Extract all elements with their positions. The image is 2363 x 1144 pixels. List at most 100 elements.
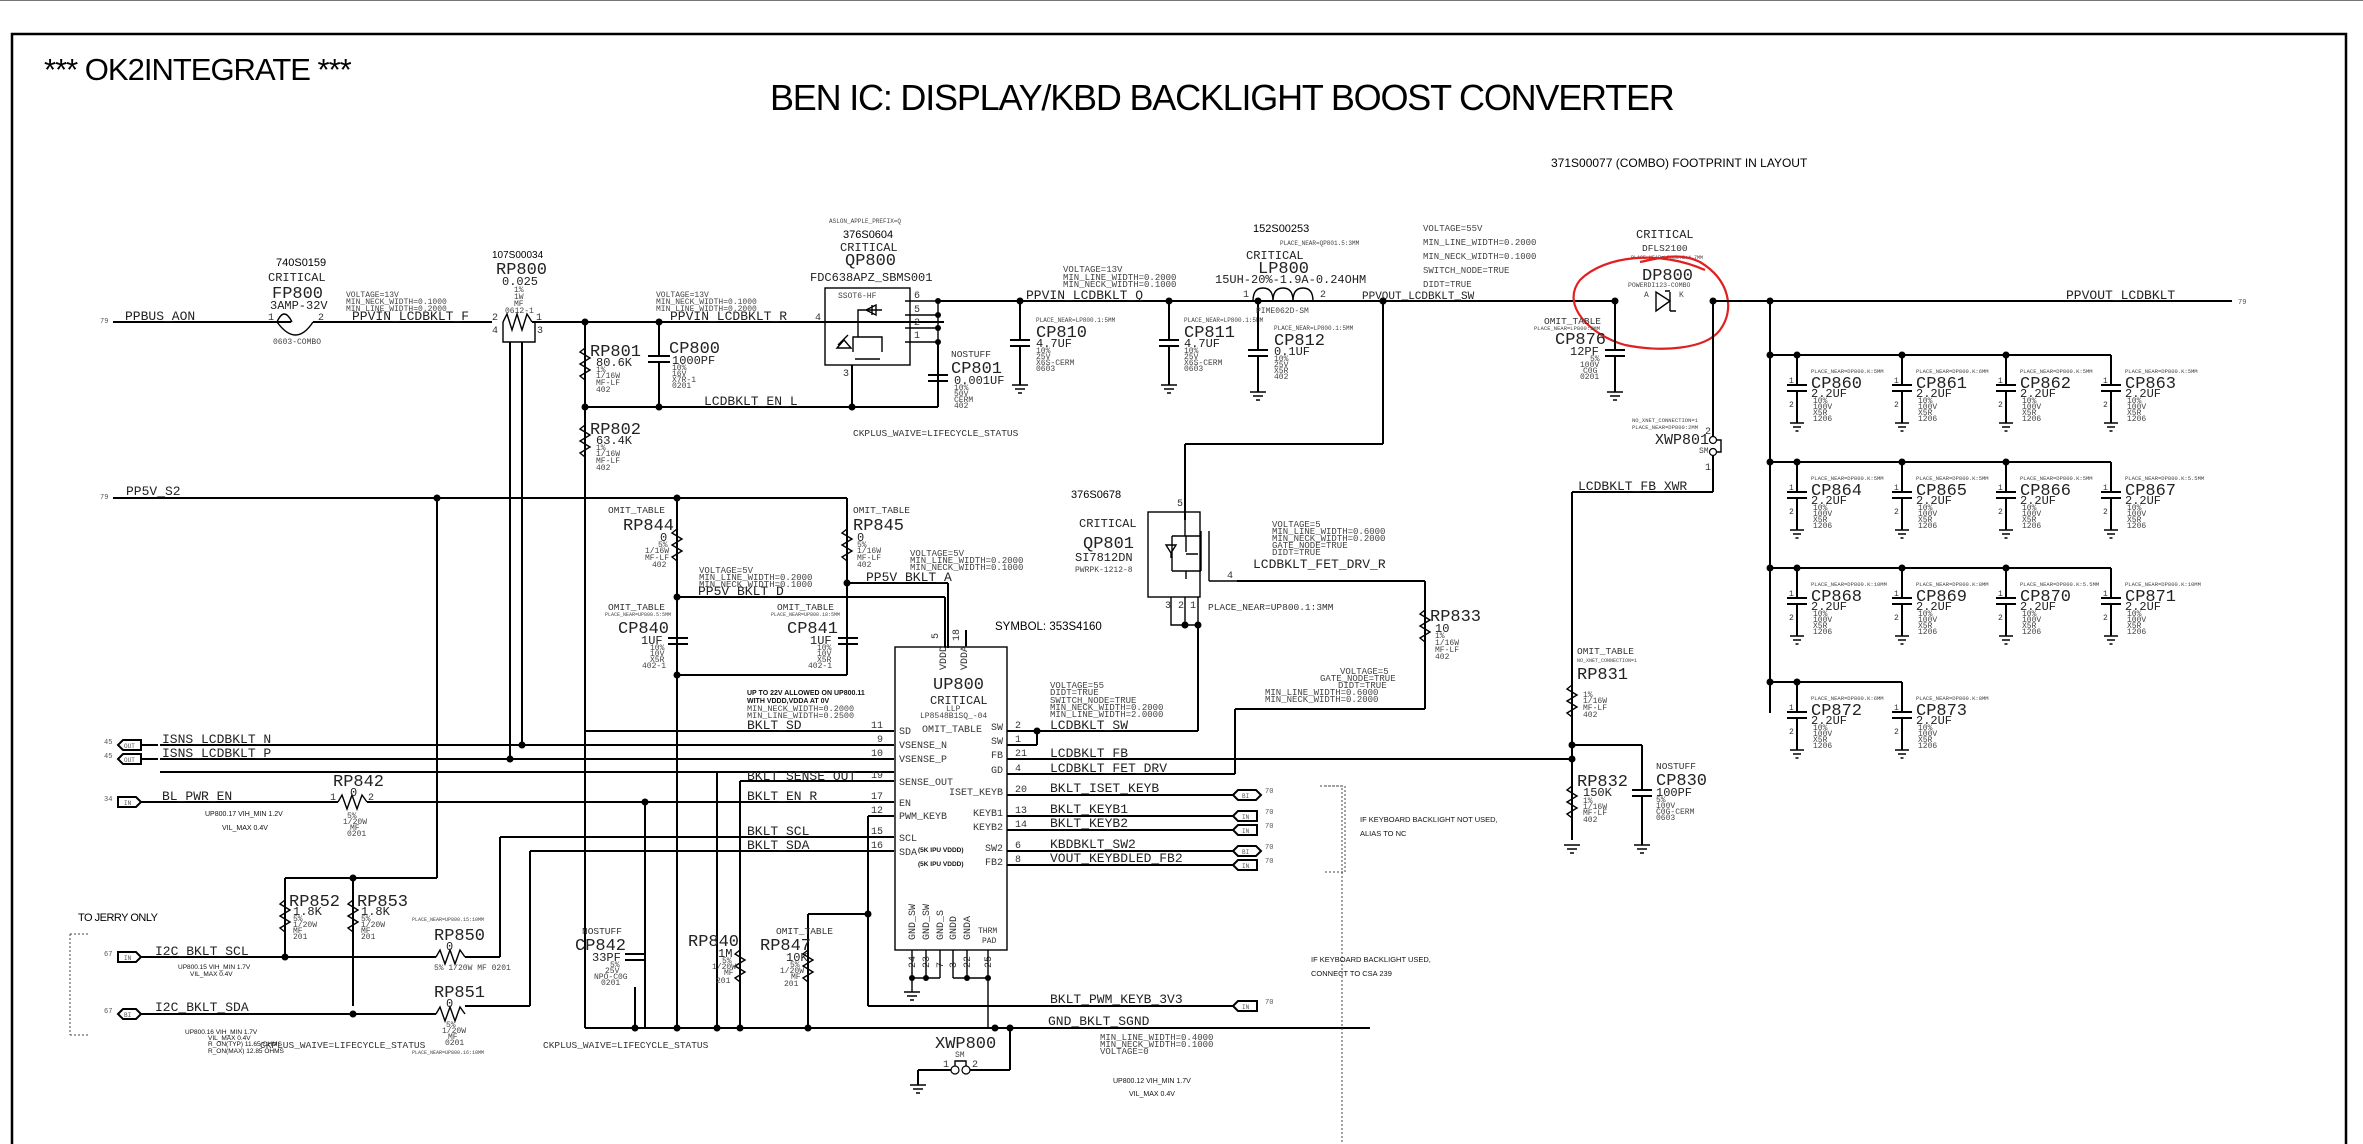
svg-text:PLACE_NEAR=LP800.1:5MM: PLACE_NEAR=LP800.1:5MM [1036,317,1116,324]
capacitor-cp868: PLACE_NEAR=DP800.K:10MMCP8682.2UF10%100V… [1787,564,1887,645]
svg-text:1: 1 [1705,463,1711,474]
svg-text:10%: 10% [1918,724,1933,733]
resistor-icon [1418,609,1432,643]
svg-text:2: 2 [1178,601,1184,612]
rp842-ref: RP842 [333,773,384,792]
pin-label: GND_SW [922,904,933,940]
svg-text:8: 8 [1015,855,1021,866]
svg-text:5%: 5% [790,961,800,970]
fet-drv-r-props: VOLTAGE=5 MIN_LINE_WIDTH=0.6000 MIN_NECK… [1272,520,1385,558]
svg-text:1/16W: 1/16W [857,547,881,556]
svg-text:1UF: 1UF [810,634,832,648]
svg-text:1206: 1206 [1918,628,1937,637]
svg-text:VOLTAGE=5V: VOLTAGE=5V [910,549,965,559]
svg-text:150K: 150K [1583,786,1613,800]
svg-text:MIN_LINE_WIDTH=0.2000: MIN_LINE_WIDTH=0.2000 [910,556,1023,566]
svg-text:PLACE_NEAR=DP800.K:10MM: PLACE_NEAR=DP800.K:10MM [2125,581,2201,588]
rp845-ref: RP845 [853,517,904,536]
svg-text:10%: 10% [2022,397,2037,406]
svg-text:100V: 100V [1580,361,1599,370]
ground-icon [1161,384,1177,394]
cap-ref: CP861 [1916,375,1967,394]
pin-label: FB [991,751,1003,762]
svg-text:MF-LF: MF-LF [857,554,881,563]
pin-label: VSENSE_N [899,741,947,752]
svg-text:402: 402 [1583,711,1598,720]
cp801-ref: CP801 [951,360,1002,379]
svg-text:MIN_NECK_WIDTH=0.2000: MIN_NECK_WIDTH=0.2000 [1272,534,1385,544]
svg-text:402: 402 [596,386,611,395]
svg-text:19: 19 [871,771,883,782]
svg-text:CRITICAL: CRITICAL [1079,517,1137,531]
svg-text:OMIT_TABLE: OMIT_TABLE [853,505,910,516]
svg-text:PLACE_NEAR=UP800.1:3MM: PLACE_NEAR=UP800.1:3MM [1208,602,1334,613]
pin-label: GND_S [936,910,947,940]
svg-text:SM: SM [1699,447,1709,456]
svg-text:1.8K: 1.8K [361,905,391,919]
svg-text:2: 2 [1998,508,2003,517]
svg-text:2: 2 [1998,401,2003,410]
offpage-port-keyb1[interactable]: IN 70 [1231,809,1273,822]
svg-text:1206: 1206 [1918,522,1937,531]
svg-text:VOLTAGE=55V: VOLTAGE=55V [1423,224,1483,234]
svg-text:X5R: X5R [2022,622,2037,631]
svg-text:PLACE_NEAR=DP800.K:5MM: PLACE_NEAR=DP800.K:5MM [1916,475,1989,482]
svg-text:CRITICAL: CRITICAL [840,241,898,255]
svg-text:DIDT=TRUE: DIDT=TRUE [1272,548,1321,558]
svg-text:FDC638APZ_SBMS001: FDC638APZ_SBMS001 [810,271,932,285]
pin-label: GD [991,766,1003,777]
capacitor-cp860: PLACE_NEAR=DP800.K:5MMCP8602.2UF10%100VX… [1787,351,1884,432]
svg-text:GATE_NODE=TRUE: GATE_NODE=TRUE [1320,674,1396,684]
svg-text:X5R: X5R [2127,409,2142,418]
svg-text:1/20W: 1/20W [712,963,736,972]
resistor-icon [502,311,533,333]
svg-text:1206: 1206 [2127,522,2146,531]
svg-text:70: 70 [1265,809,1273,817]
svg-text:1206: 1206 [2127,628,2146,637]
cap-ref: CP869 [1916,588,1967,607]
resistor-icon [1565,684,1579,718]
ground-icon [1250,391,1266,401]
svg-text:DIDT=TRUE: DIDT=TRUE [1050,688,1099,698]
svg-text:100V: 100V [1918,730,1937,739]
lp800-part-number: 152S00253 [1253,223,1309,235]
svg-text:MIN_NECK_WIDTH=0.1000: MIN_NECK_WIDTH=0.1000 [1423,252,1536,262]
resistor-icon [840,528,854,562]
svg-text:1: 1 [1243,290,1249,301]
svg-text:5%: 5% [293,915,303,924]
svg-text:1206: 1206 [1918,415,1937,424]
svg-text:7: 7 [936,962,947,968]
svg-text:15: 15 [871,827,883,838]
resistor-icon [1565,785,1579,819]
svg-text:16V: 16V [672,370,687,379]
kb-used-note: IF KEYBOARD BACKLIGHT USED, [1311,955,1431,964]
svg-text:X5R: X5R [2022,516,2037,525]
svg-text:VOLTAGE=0: VOLTAGE=0 [1100,1047,1149,1057]
svg-text:10%: 10% [817,644,832,653]
svg-text:VOLTAGE=5: VOLTAGE=5 [1272,520,1321,530]
ground-icon [1634,844,1650,854]
ground-icon [1790,749,1804,759]
svg-text:4: 4 [815,313,821,324]
ground-icon [1999,635,2013,645]
svg-text:10%: 10% [672,364,687,373]
pwm-note: UP800.12 VIH_MIN 1.7V [1113,1078,1191,1085]
scl-note: UP800.15 VIH_MIN 1.7V [178,964,251,971]
net-i2c-sda: I2C_BKLT_SDA [155,1000,249,1015]
svg-text:0201: 0201 [445,1039,464,1048]
mosfet-pair-icon [824,287,911,366]
svg-text:OUT: OUT [124,757,135,764]
output-capacitor-bank: PLACE_NEAR=DP800.K:5MMCP8602.2UF10%100VX… [1766,351,2204,759]
svg-text:IN: IN [1242,814,1250,821]
svg-text:10: 10 [871,749,883,760]
